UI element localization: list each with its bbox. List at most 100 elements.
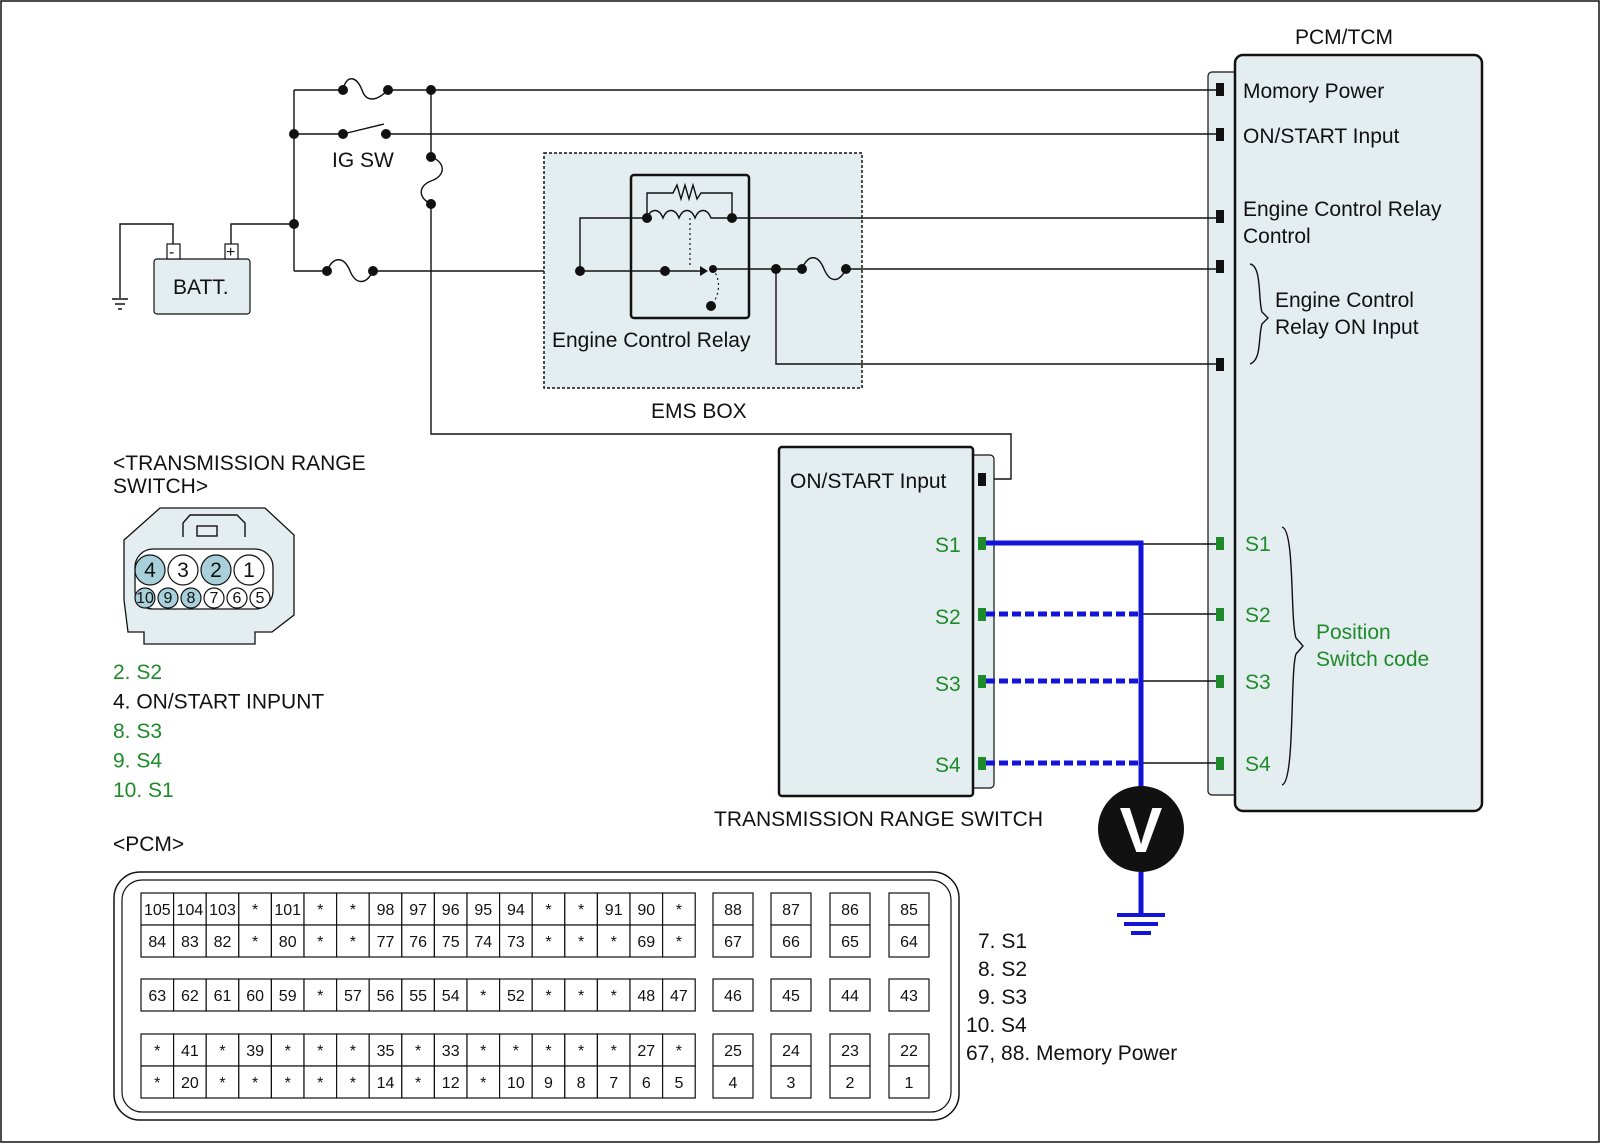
pcm-pin-cell [499, 924, 533, 958]
trs-pin-9 [157, 587, 179, 609]
pcm-pin-label: 74 [474, 934, 492, 951]
pcm-pin-label: 22 [900, 1043, 918, 1060]
pcm-pin-label: 77 [377, 934, 395, 951]
pcm-pin-cell [205, 978, 240, 1012]
pcm-pin-label: * [611, 934, 617, 951]
trs-pin-7 [203, 587, 225, 609]
pcm-pin-cell [466, 924, 501, 958]
pcm-pin-label: * [513, 1043, 519, 1060]
trs-pin-1 [233, 554, 265, 586]
pcm-pin-label: 44 [841, 988, 859, 1005]
pcm-pin-cell [401, 1033, 435, 1067]
fuse-icon [342, 78, 389, 100]
trs-legend-item: 4. ON/START INPUNT [113, 691, 324, 714]
pcm-pin-cell [336, 978, 370, 1012]
label-ecr-on-2: Relay ON Input [1275, 316, 1419, 339]
trs-pin-label: 9 [164, 590, 173, 607]
trs-label: TRANSMISSION RANGE SWITCH [714, 808, 1043, 831]
pcm-pin-label: 9 [544, 1075, 553, 1092]
pcm-legend-item: 8. S2 [978, 958, 1027, 981]
pcm-pin-label: 61 [214, 988, 232, 1005]
pcm-pin-cell [173, 1065, 207, 1099]
pcm-pin-label: 23 [841, 1043, 859, 1060]
trs-pin-4 [134, 554, 166, 586]
trs-pin-label: 10 [136, 590, 154, 607]
pcm-pin-label: * [676, 1043, 682, 1060]
fuse-icon [420, 156, 443, 205]
trs-pin-label: 7 [210, 590, 219, 607]
label-pcm-s2: S2 [1245, 604, 1271, 627]
pcm-pin-label: * [480, 1043, 486, 1060]
ems-box-label: EMS BOX [651, 400, 747, 423]
pcm-pin-label: 47 [670, 988, 688, 1005]
pcm-pin-label: * [676, 934, 682, 951]
pcm-tcm-module: PCM/TCM Momory Power ON/START Input Engi… [1207, 26, 1484, 813]
trs-pin-2 [200, 554, 232, 586]
label-memory-power: Momory Power [1243, 80, 1384, 103]
pcm-pin-cell [270, 1033, 305, 1067]
trs-connector-latch [182, 514, 246, 537]
trs-pin-5 [249, 587, 271, 609]
pcm-pin-label: 73 [507, 934, 525, 951]
pcm-pin-cell [303, 1065, 338, 1099]
trs-on-start-label: ON/START Input [790, 470, 947, 493]
pcm-pin-label: * [480, 1075, 486, 1092]
pcm-pin-cell [829, 1065, 871, 1099]
label-ecr-on-1: Engine Control [1275, 289, 1414, 312]
pcm-pin-cell [888, 924, 930, 958]
pcm-pin-cell [336, 892, 370, 926]
pcm-legend-item: 7. S1 [978, 930, 1027, 953]
pcm-pin-label: 69 [637, 934, 655, 951]
pcm-pin-cell [661, 1033, 696, 1067]
pcm-pin-cell [336, 924, 370, 958]
pcm-pin-label: * [317, 988, 323, 1005]
pcm-legend-item: 9. S3 [978, 986, 1027, 1009]
label-position-1: Position [1316, 621, 1391, 644]
pcm-pin-cell [629, 978, 664, 1012]
pcm-pin-label: * [317, 1043, 323, 1060]
pcm-pin-label: 25 [724, 1043, 742, 1060]
pcm-pin-label: 43 [900, 988, 918, 1005]
pcm-pin-cell [531, 978, 566, 1012]
pcm-pin-cell [205, 924, 240, 958]
pcm-pin-cell [888, 1065, 930, 1099]
pcm-pin-label: * [219, 1043, 225, 1060]
pcm-pin-label: 55 [409, 988, 427, 1005]
pcm-pin-label: 27 [637, 1043, 655, 1060]
pcm-pin-label: 59 [279, 988, 297, 1005]
pin-pcm-s2 [1216, 608, 1224, 621]
pcm-pin-cell [140, 1033, 175, 1067]
pcm-pin-label: 24 [782, 1043, 800, 1060]
pcm-pin-label: * [252, 902, 258, 919]
pcm-pin-label: * [578, 988, 584, 1005]
pcm-pin-cell [140, 1065, 175, 1099]
pcm-pin-label: * [252, 934, 258, 951]
pcm-pin-cell [433, 924, 468, 958]
pcm-pin-cell [629, 1065, 664, 1099]
pcm-pin-cell [770, 924, 812, 958]
trs-connector-title-2: SWITCH> [113, 475, 208, 498]
pcm-pin-label: 104 [177, 902, 204, 919]
trs-pin-s4 [978, 757, 986, 770]
trs-s1-label: S1 [935, 534, 961, 557]
pcm-pin-label: * [611, 988, 617, 1005]
trs-legend-item: 8. S3 [113, 720, 162, 743]
pin-pcm-s4 [1216, 757, 1224, 770]
relay-label: Engine Control Relay [552, 329, 751, 352]
pcm-pin-cell [596, 1065, 631, 1099]
pcm-pin-label: 62 [181, 988, 199, 1005]
pcm-pin-cell [829, 1033, 871, 1067]
trs-pin-label: 1 [243, 559, 255, 582]
battery-label: BATT. [173, 276, 229, 299]
pcm-pin-cell [466, 892, 501, 926]
pcm-pin-label: 12 [442, 1075, 460, 1092]
pcm-pin-cell [564, 1065, 598, 1099]
trs-legend-item: 10. S1 [113, 779, 174, 802]
pcm-pin-label: * [154, 1043, 160, 1060]
